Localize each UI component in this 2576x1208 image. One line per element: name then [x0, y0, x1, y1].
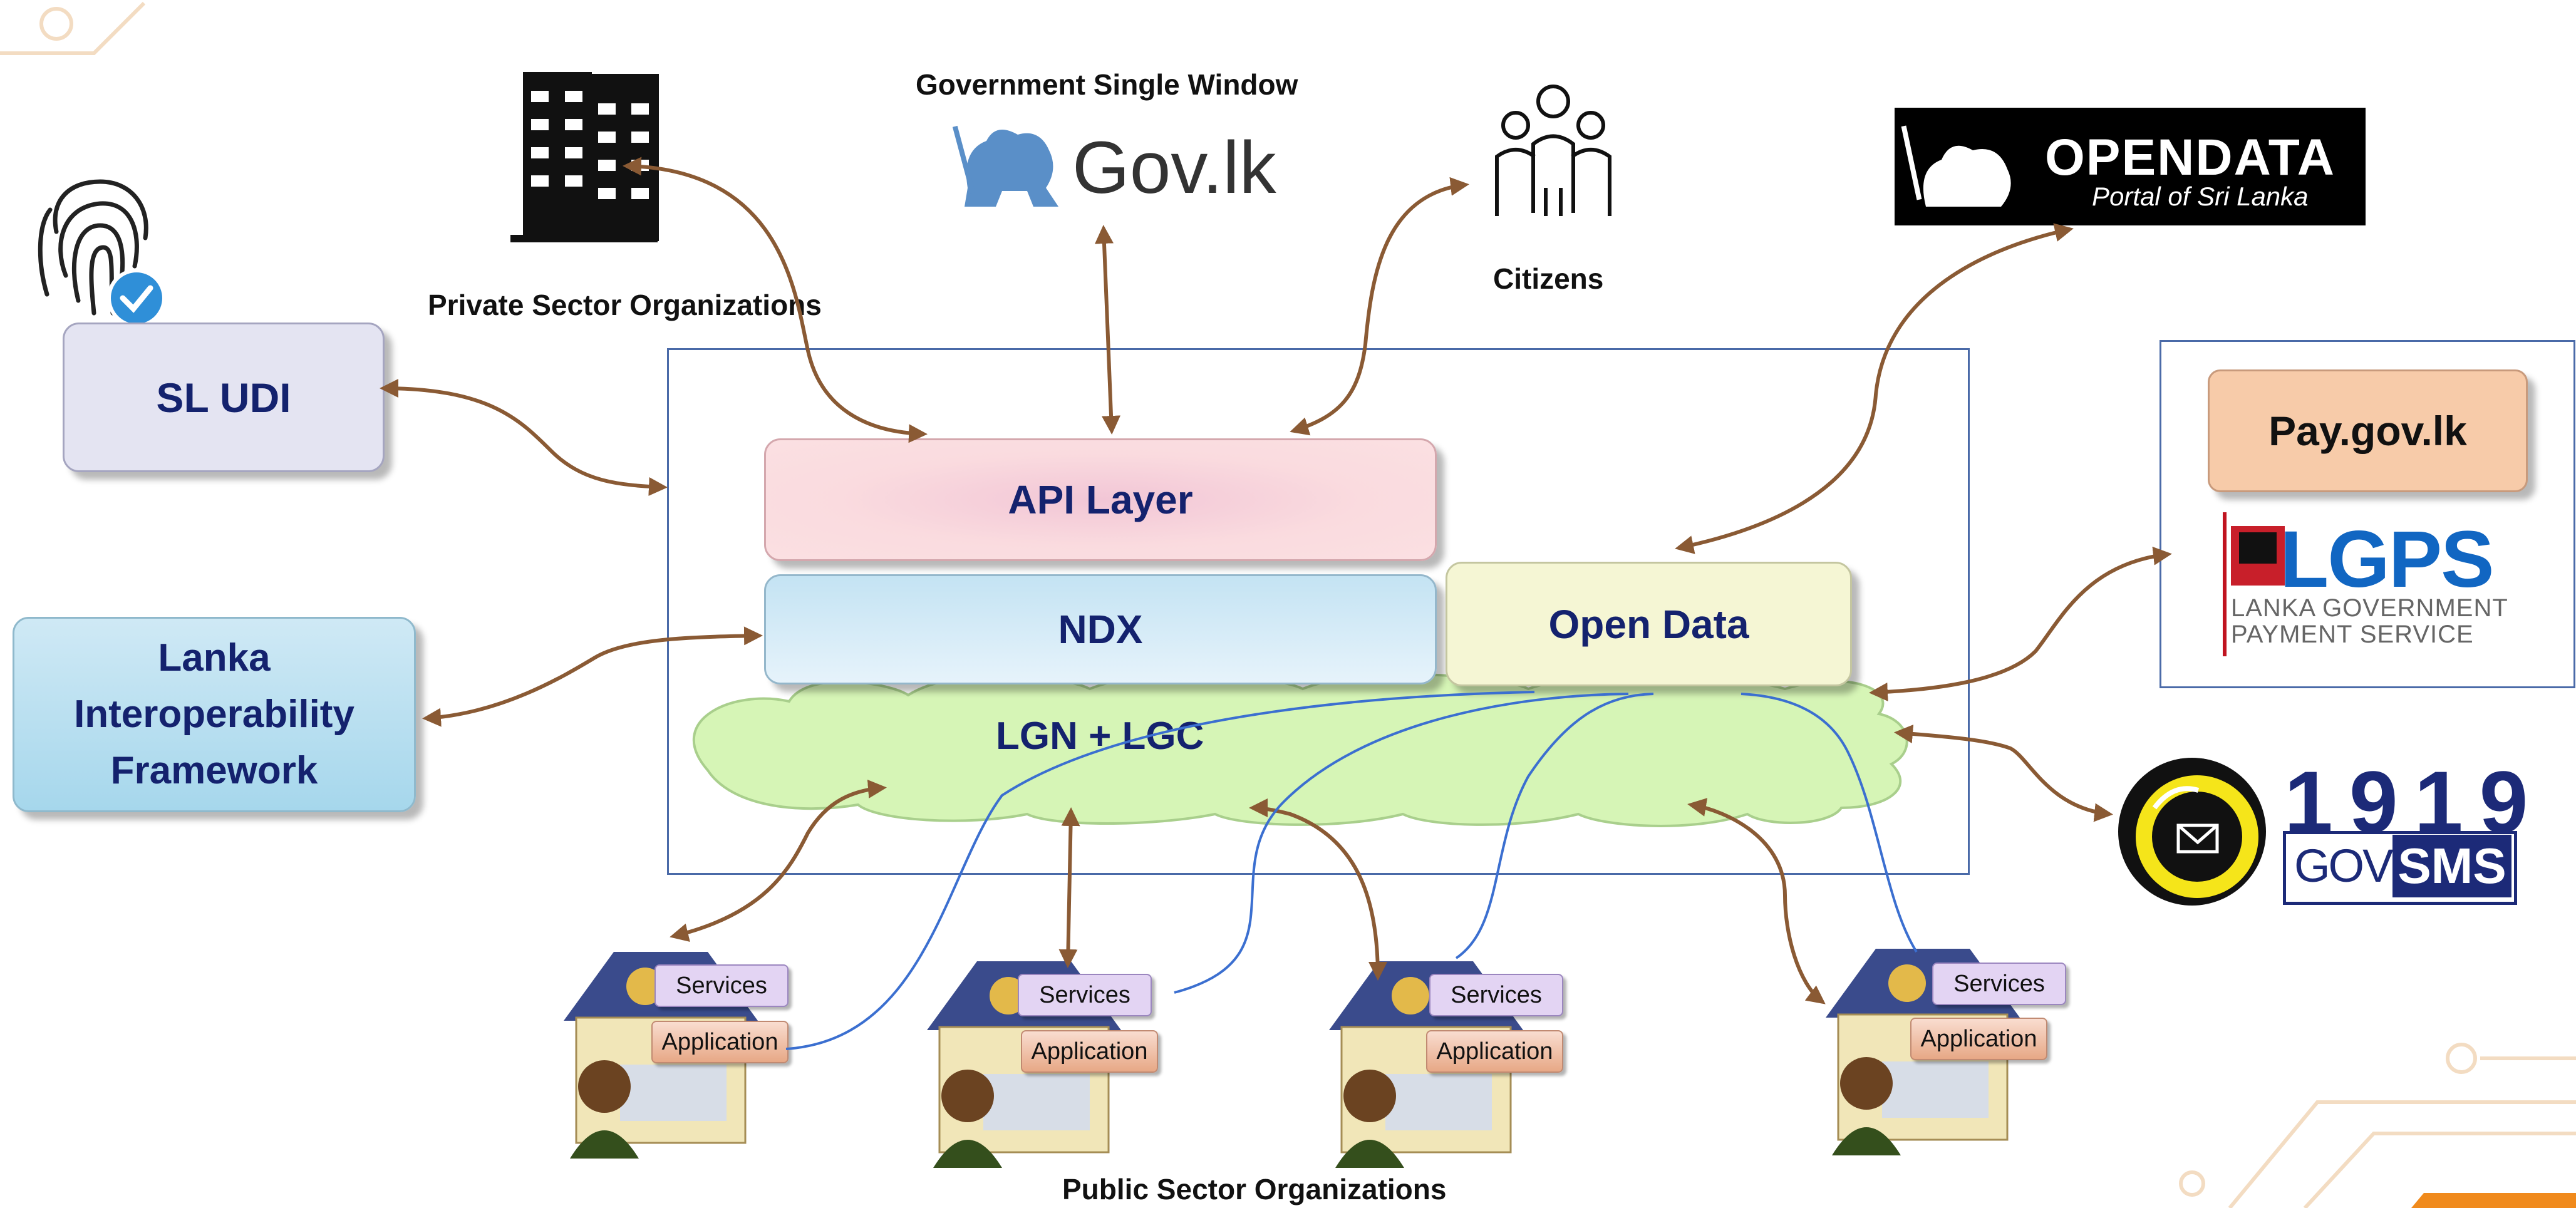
ndx-label: NDX — [1058, 607, 1143, 652]
citizens-caption: Citizens — [1493, 262, 1604, 295]
lanka-interoperability-box: Lanka Interoperability Framework — [13, 617, 416, 812]
link-org4-to-opendata — [1741, 693, 1918, 953]
opendata-title: OPENDATA — [2045, 129, 2335, 186]
application-tag: Application — [1426, 1030, 1563, 1073]
lgps-subtitle-line1: LANKA GOVERNMENT — [2231, 594, 2508, 622]
arrow-sludi-to-core — [380, 379, 668, 496]
lif-label-line3: Framework — [110, 748, 318, 792]
api-layer-label: API Layer — [1008, 477, 1193, 522]
public-org-unit: Services Application — [1323, 955, 1586, 1168]
lgps-subtitle: LANKA GOVERNMENT PAYMENT SERVICE — [2231, 595, 2508, 648]
public-org-unit: Services Application — [1819, 942, 2082, 1155]
payment-services-frame — [2160, 340, 2575, 688]
arrow-1919-to-cloud — [1894, 725, 2113, 822]
government-single-window-caption: Government Single Window — [916, 68, 1298, 101]
sl-udi-label: SL UDI — [156, 374, 291, 421]
arrow-org2-to-cloud — [1058, 807, 1080, 968]
arrow-private-to-api — [623, 157, 928, 443]
services-tag: Services — [1932, 963, 2066, 1005]
arrow-lgps-to-opendata — [1869, 546, 2172, 701]
govsms-gov-text: GOV — [2294, 840, 2393, 892]
pay-gov-label: Pay.gov.lk — [2268, 408, 2467, 454]
govsms-sms-text: SMS — [2392, 835, 2511, 897]
arrow-citizens-to-api — [1290, 177, 1469, 436]
api-layer-box: API Layer — [764, 438, 1437, 561]
arrow-govlk-to-api — [1094, 225, 1121, 435]
public-sector-caption: Public Sector Organizations — [1062, 1173, 1447, 1205]
public-org-unit: Services Application — [921, 955, 1184, 1168]
link-org1-to-opendata — [785, 691, 1535, 1050]
opendata-subtitle: Portal of Sri Lanka — [2092, 182, 2309, 211]
arrow-org4-to-cloud — [1687, 798, 1826, 1004]
services-tag: Services — [1429, 974, 1563, 1016]
lif-label-line1: Lanka — [158, 636, 271, 680]
ndx-box: NDX — [764, 574, 1437, 684]
application-tag: Application — [651, 1021, 789, 1063]
application-tag: Application — [1021, 1030, 1158, 1073]
link-org3-to-opendata — [1455, 693, 1654, 959]
arrow-org3-to-cloud — [1249, 798, 1387, 981]
arrow-org1-to-cloud — [670, 779, 887, 942]
lgps-subtitle-line2: PAYMENT SERVICE — [2231, 621, 2474, 648]
services-tag: Services — [1018, 974, 1152, 1016]
services-tag: Services — [654, 964, 789, 1007]
lif-label-line2: Interoperability — [74, 693, 354, 736]
open-data-label: Open Data — [1548, 601, 1749, 647]
application-tag: Application — [1910, 1018, 2047, 1060]
sl-udi-box: SL UDI — [63, 323, 385, 472]
arrow-opendata-portal-to-opendata — [1675, 223, 2074, 554]
pay-gov-box: Pay.gov.lk — [2208, 369, 2528, 492]
lgps-title: LGPS — [2280, 515, 2494, 604]
link-org2-to-opendata — [1174, 693, 1629, 994]
arrow-lif-to-ndx — [422, 626, 763, 727]
gov-lk-wordmark: Gov.lk — [1072, 126, 1276, 209]
open-data-box: Open Data — [1446, 562, 1852, 686]
public-org-unit: Services Application — [557, 946, 820, 1159]
